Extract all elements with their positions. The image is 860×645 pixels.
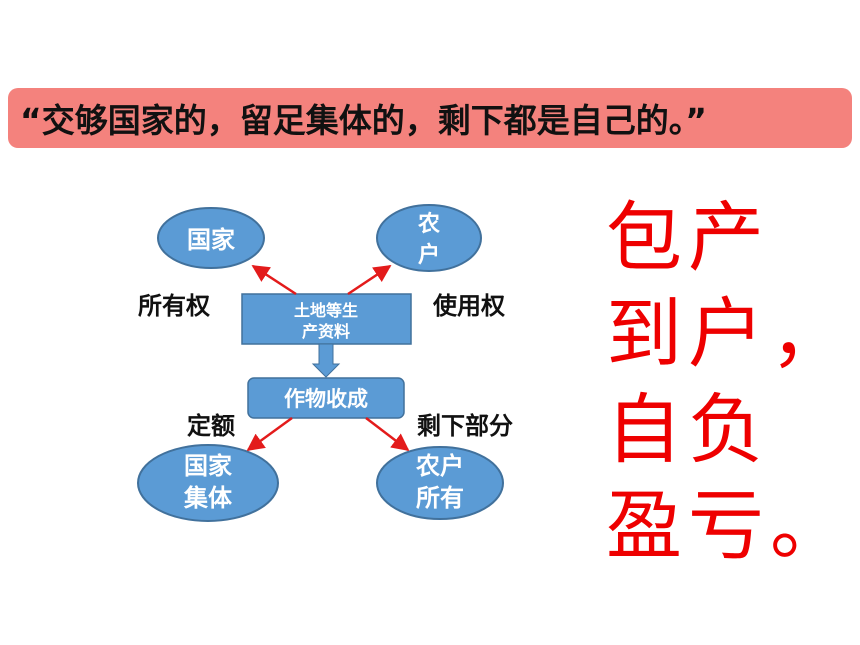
slogan-line-2: 到户， [606,289,852,378]
down-arrow [311,343,341,378]
node-nonghu-suoyou-label-2: 所有 [416,484,464,512]
node-tudi-label-2: 产资料 [302,322,350,341]
node-nonghu-label-1: 农 [417,211,440,237]
arrow-to-nonghu [347,264,392,296]
node-tudi: 土地等生 产资料 [241,293,412,345]
quote-banner: “交够国家的，留足集体的，剩下都是自己的。” [8,88,852,148]
slogan: 包产 到户， 自负 盈亏。 [606,190,856,574]
arrow-to-nonghu-suoyou [365,417,410,452]
label-ownership: 所有权 [138,292,210,320]
node-guojia-label: 国家 [187,226,235,254]
node-zuowu: 作物收成 [247,377,405,419]
label-quota: 定额 [187,412,235,440]
label-usage: 使用权 [432,292,505,320]
node-guojia-jiti-label-1: 国家 [184,452,232,480]
node-guojia-jiti-label-2: 集体 [183,484,233,512]
label-remainder: 剩下部分 [417,412,513,440]
node-nonghu-label-2: 户 [418,242,440,268]
slogan-line-3: 自负 [606,385,770,474]
node-nonghu: 农 户 [376,204,482,272]
slogan-line-4: 盈亏。 [606,481,852,570]
node-nonghu-suoyou: 农户 所有 [376,446,504,520]
arrow-to-guojia [251,264,297,296]
node-nonghu-suoyou-label-1: 农户 [415,452,464,480]
node-zuowu-label: 作物收成 [284,387,368,411]
land-contract-diagram: 国家 农 户 土地等生 产资料 作物收成 国家 集体 农户 所有 所有权 使用权… [137,204,513,522]
node-tudi-label-1: 土地等生 [294,301,358,320]
quote-text: “交够国家的，留足集体的，剩下都是自己的。” [20,101,707,140]
node-guojia-jiti: 国家 集体 [137,444,279,522]
slogan-line-1: 包产 [606,193,770,282]
node-guojia: 国家 [157,207,265,269]
arrow-to-guojia-jiti [246,416,293,452]
